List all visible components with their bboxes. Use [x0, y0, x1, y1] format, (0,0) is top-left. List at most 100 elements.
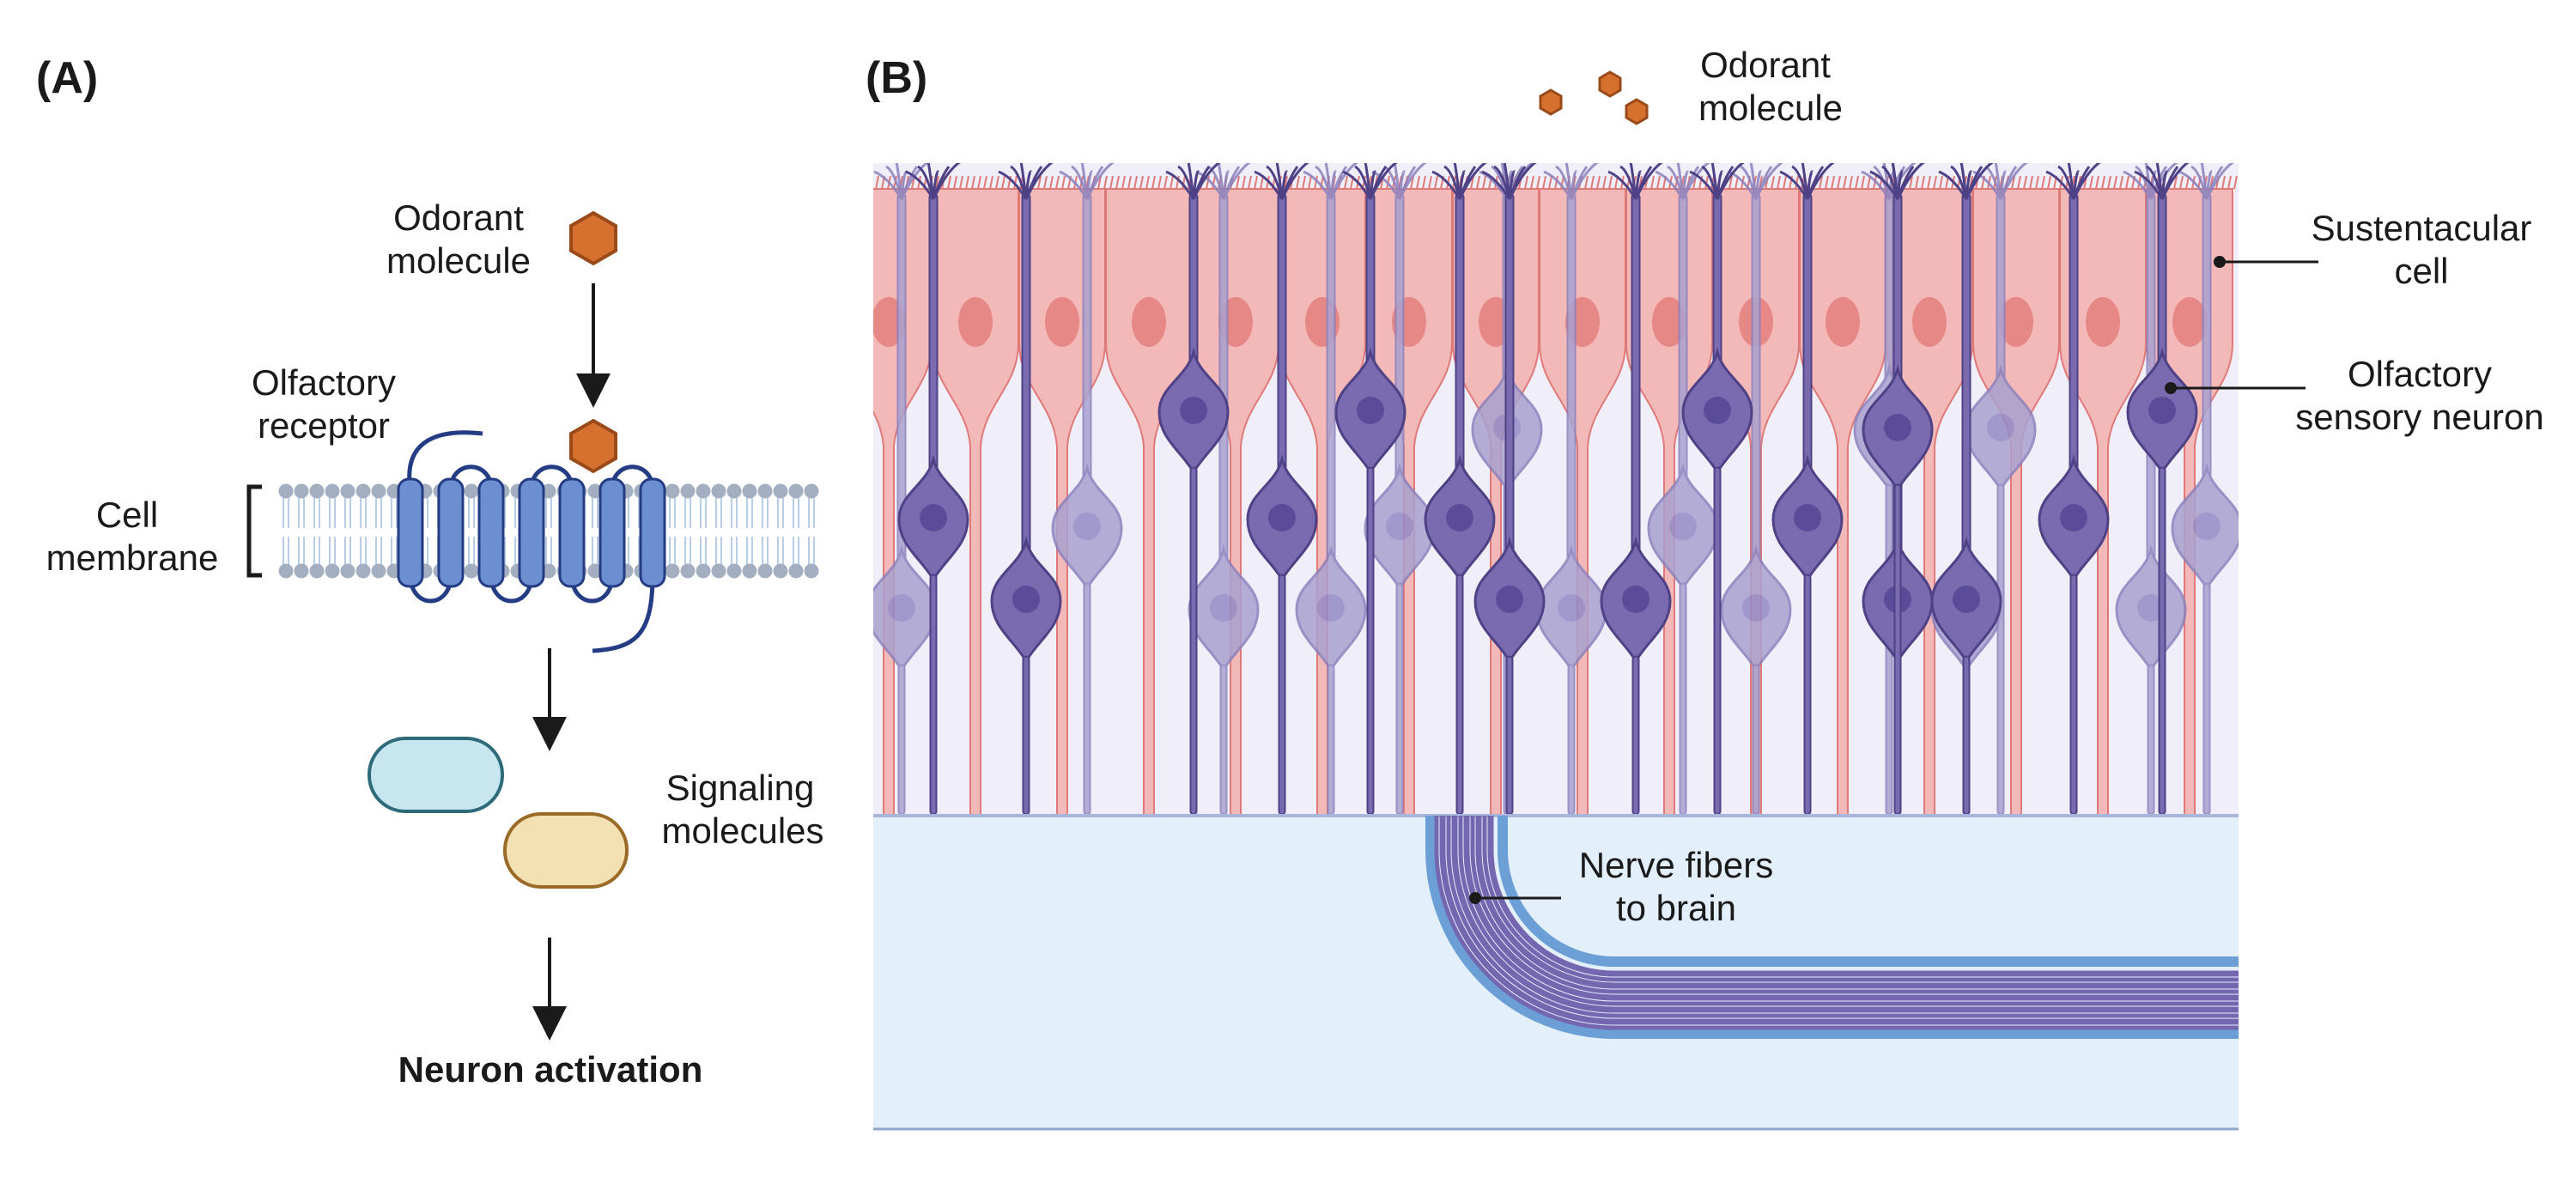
signaling-molecule-blue [368, 737, 504, 813]
neuron-nucleus [1210, 594, 1237, 622]
olfactory-receptor [397, 430, 666, 653]
bound-odorant-icon [569, 418, 617, 474]
lipid-head [788, 483, 804, 499]
olfactory-neuron-faded [1720, 163, 1792, 816]
neuron-nucleus [2060, 504, 2087, 531]
neuron-nucleus [1496, 586, 1523, 613]
panel-b: (B) Odorant molecule Sustentacular cell … [866, 45, 2544, 1131]
olfactory-neuron [1930, 163, 2002, 816]
lipid-head [325, 563, 340, 579]
olfactory-neuron [1862, 163, 1934, 816]
neuron-nucleus [1669, 513, 1697, 540]
membrane-bracket [246, 484, 262, 578]
lipid-head [711, 483, 726, 499]
signaling-label-line2: molecules [661, 810, 823, 851]
neuron-pointer-dot [2165, 382, 2177, 394]
olfactory-neuron [1424, 163, 1496, 816]
lipid-head [340, 483, 355, 499]
lipid-head [587, 563, 603, 579]
transmembrane-helix [518, 477, 545, 588]
neuron-nucleus [1704, 397, 1731, 424]
sustentacular-label-line2: cell [2394, 251, 2448, 291]
fibers-pointer-dot [1469, 892, 1481, 904]
lipid-head [587, 483, 603, 499]
olfactory-neuron-faded [1295, 163, 1367, 816]
lipid-head [665, 563, 680, 579]
neuron-nucleus [2137, 594, 2165, 622]
neuron-nucleus [888, 594, 915, 622]
neuron-nucleus [1386, 513, 1413, 540]
panel-a-label: (A) [36, 53, 98, 103]
neuron-nucleus [1558, 594, 1585, 622]
neuron-nucleus [1180, 397, 1207, 424]
transmembrane-helix [397, 477, 424, 588]
transmembrane-helix [598, 477, 626, 588]
nerve-fiber [1487, 816, 2239, 977]
panel-b-label: (B) [866, 53, 927, 103]
neuron-nucleus [1012, 586, 1040, 613]
sustentacular-cell [1972, 188, 2060, 816]
olfactory-neuron [1246, 163, 1318, 816]
cell-membrane [278, 483, 819, 579]
lipid-head [355, 483, 371, 499]
nerve-fiber [1446, 816, 2239, 1018]
olfactory-neuron [897, 163, 969, 816]
lipid-head [464, 563, 479, 579]
lipid-head [773, 483, 788, 499]
membrane-label-line2: membrane [46, 537, 219, 578]
nerve-fiber [1482, 816, 2239, 982]
olfactory-neuron-faded [1535, 163, 1607, 816]
nerve-fiber [1463, 816, 2239, 1001]
lipid-head [742, 483, 757, 499]
olfactory-neuron [1681, 163, 1753, 816]
transmembrane-helix [437, 477, 465, 588]
odorant-label-line2: molecule [386, 240, 531, 281]
transmembrane-helix [639, 477, 666, 588]
olfactory-neuron [1600, 163, 1672, 816]
lipid-head [757, 563, 773, 579]
olfactory-epithelium [873, 163, 2239, 816]
nerve-fibers [1425, 816, 2239, 1039]
olfactory-neuron [1157, 163, 1230, 816]
lipid-head [340, 563, 355, 579]
odorant-molecule-icon-3 [1625, 98, 1649, 125]
lipid-head [371, 483, 386, 499]
nerve-fiber [1425, 816, 2239, 1039]
lipid-head [541, 563, 556, 579]
nerve-fiber [1475, 816, 2239, 989]
sustentacular-label-line1: Sustentacular [2312, 208, 2532, 248]
sustentacular-nucleus [1999, 297, 2033, 347]
lipid-head [665, 483, 680, 499]
nerve-fiber [1439, 816, 2239, 1025]
neuron-nucleus [1446, 504, 1473, 531]
lipid-head [309, 483, 325, 499]
lipid-head [278, 483, 294, 499]
olfactory-neuron [1334, 163, 1406, 816]
lipid-head [804, 563, 819, 579]
lipid-head [294, 483, 309, 499]
signaling-label-line1: Signaling [666, 768, 815, 808]
nerve-fiber [1470, 816, 2239, 994]
olfactory-neuron [1473, 163, 1546, 816]
lipid-head [726, 483, 742, 499]
sustentacular-nucleus [1652, 297, 1686, 347]
neuron-label-line2: sensory neuron [2295, 397, 2544, 437]
olfactory-neuron [1771, 163, 1844, 816]
sustentacular-nucleus [2086, 297, 2120, 347]
olfactory-neuron [990, 163, 1062, 816]
lipid-head [294, 563, 309, 579]
lipid-head [726, 563, 742, 579]
neuron-nucleus [1953, 586, 1980, 613]
neuron-label-line1: Olfactory [2348, 354, 2492, 394]
neuron-nucleus [1794, 504, 1821, 531]
lipid-head [696, 483, 711, 499]
sustentacular-pointer-dot [2214, 256, 2226, 268]
odorant-molecule-icon-1 [1539, 88, 1563, 116]
lipid-head [804, 483, 819, 499]
olfactory-neuron [2038, 163, 2110, 816]
lipid-head [309, 563, 325, 579]
neuron-nucleus [920, 504, 947, 531]
sustentacular-nucleus [2172, 297, 2207, 347]
lipid-head [464, 483, 479, 499]
